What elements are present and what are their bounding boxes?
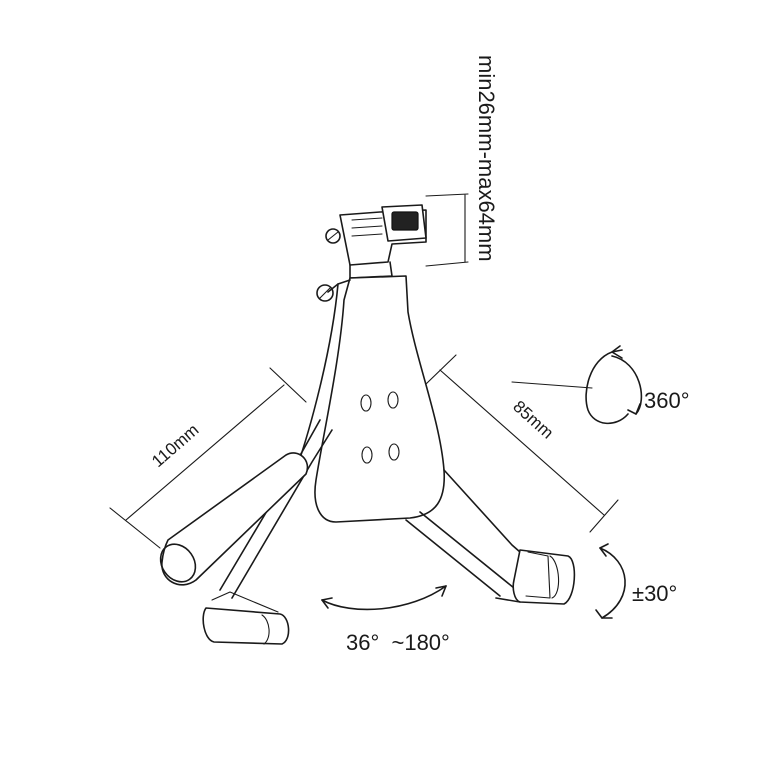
- left-arm: [159, 419, 333, 599]
- leg-angle-arc: [321, 585, 447, 611]
- tilt-label: ±30°: [632, 581, 677, 606]
- clamp-range-label: min26mm-max64mm: [474, 55, 499, 262]
- right-arm-length-label: 85mm: [509, 397, 557, 443]
- rotation-label: 360°: [644, 388, 690, 413]
- leg-angle-label: 36° ~180°: [346, 630, 450, 655]
- tilt-30-symbol: [595, 543, 626, 619]
- main-plate: [295, 275, 446, 523]
- mount-hole: [360, 394, 372, 412]
- left-foot: [202, 591, 290, 645]
- mount-hole: [387, 391, 399, 409]
- left-arm-dimension: [109, 367, 307, 549]
- right-foot: [495, 549, 576, 605]
- rotation-360-symbol: [511, 345, 643, 425]
- mount-hole: [388, 443, 400, 461]
- clamp-dimension: [425, 193, 469, 267]
- top-clamp: [316, 204, 427, 302]
- mount-hole: [361, 446, 373, 464]
- right-arm: [405, 469, 521, 597]
- right-arm-dimension: [425, 354, 619, 533]
- left-arm-length-label: 110mm: [148, 420, 202, 471]
